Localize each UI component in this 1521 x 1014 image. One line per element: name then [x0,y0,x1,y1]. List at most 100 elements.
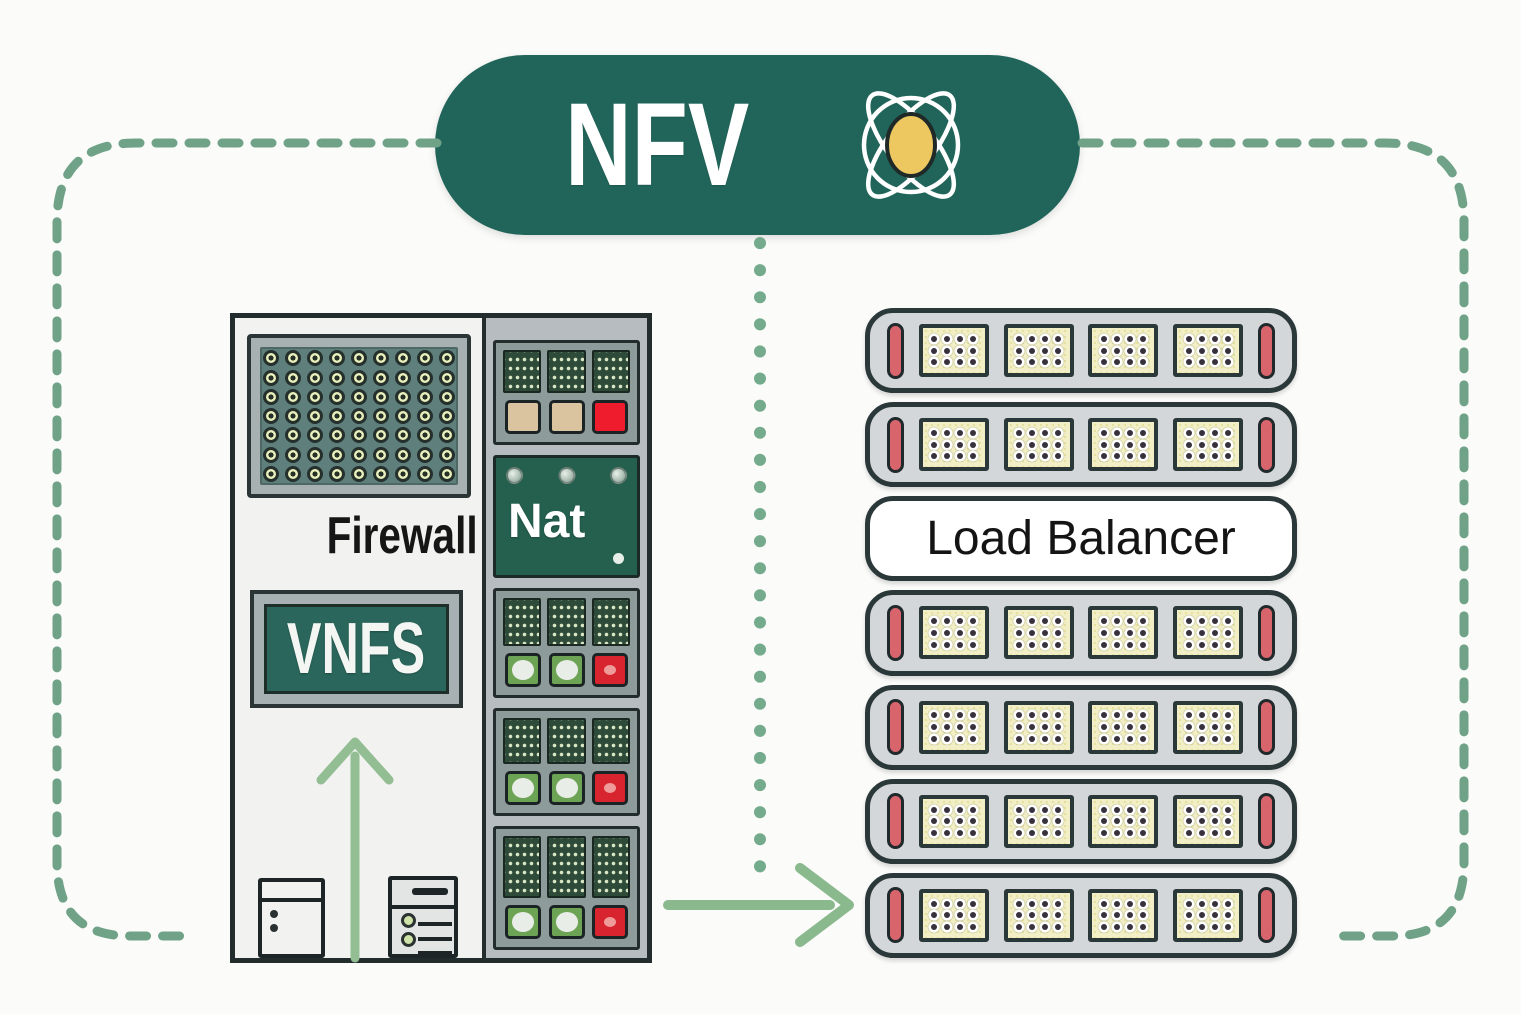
module-pin [931,912,938,919]
module-pin [970,818,977,825]
tan-button [548,400,585,434]
module-pin [1055,629,1062,636]
module-pin [944,712,951,719]
module-pin [944,618,951,625]
module-pin [1224,629,1231,636]
module-pin [1100,453,1107,460]
module-pin [1185,429,1192,436]
module-pin [1100,347,1107,354]
module-pin [931,618,938,625]
module-pin [1016,441,1023,448]
vent-hole [329,465,345,482]
module-pin [1224,453,1231,460]
vent-hole [439,408,455,424]
module-pin [1126,912,1133,919]
green-button [548,771,585,805]
module-pin [1029,347,1036,354]
module-pin [1185,912,1192,919]
circuit-board [503,718,542,764]
module-pin [1126,924,1133,931]
vent-hole [417,408,433,424]
module-pin [1185,818,1192,825]
module-pin [1224,912,1231,919]
vent-hole [395,408,411,424]
module-pin [1113,924,1120,931]
module-pin [1042,441,1049,448]
module-pin [1185,924,1192,931]
module-pin [1185,453,1192,460]
module-pin [1113,912,1120,919]
module-pin [970,924,977,931]
vent-hole [329,446,345,463]
memory-module [1173,888,1244,942]
module-pin [970,830,977,837]
module-pin [931,359,938,366]
line-card-module [493,826,640,950]
vent-hole [373,369,389,386]
atom-icon [861,91,960,199]
module-pin [1185,900,1192,907]
memory-module [1003,606,1074,660]
indicator-led [613,553,624,564]
rack-handle-left [887,887,904,944]
module-pin [970,724,977,731]
vnfs-panel: VNFS [250,590,463,708]
module-pin [1016,359,1023,366]
module-pin [1100,924,1107,931]
module-pin [1016,724,1023,731]
module-pin [970,429,977,436]
vent-hole [307,350,323,367]
memory-module [1003,794,1074,848]
red-button [592,653,628,687]
module-pin [1042,924,1049,931]
vent-hole [285,465,301,482]
vent-hole [395,350,411,367]
module-pin [957,900,964,907]
vent-hole [307,369,323,386]
load-balancer-label: Load Balancer [926,511,1236,565]
module-pin [1126,724,1133,731]
module-pin [1042,806,1049,813]
vent-hole [373,465,389,482]
circuit-board [591,718,630,764]
module-pin [1016,806,1023,813]
module-pin [1139,818,1146,825]
green-button [505,771,541,805]
server-row [865,402,1297,488]
module-pin [1198,641,1205,648]
green-button [548,905,585,939]
module-pin [1055,724,1062,731]
module-pin [931,347,938,354]
vent-hole [373,350,389,367]
module-pin [1113,724,1120,731]
module-pin [970,347,977,354]
drive-slot [412,888,448,895]
server-row [865,590,1297,676]
module-pin [944,629,951,636]
module-pin [1198,818,1205,825]
vent-line [418,937,452,941]
module-pin [944,735,951,742]
memory-module [1088,606,1159,660]
computer-tower-small [258,878,325,958]
module-pin [1113,335,1120,342]
vent-hole [373,427,389,444]
module-pin [1126,735,1133,742]
circuit-board [547,350,586,393]
circuit-board [591,836,630,898]
red-button [592,400,628,434]
module-pin [1224,900,1231,907]
module-pin [1029,429,1036,436]
vent-hole [395,465,411,482]
module-pin [1126,453,1133,460]
circuit-board [503,598,542,646]
module-pin [1113,641,1120,648]
memory-module [918,794,989,848]
module-pin [1055,900,1062,907]
module-pin [1042,335,1049,342]
module-pin [1211,830,1218,837]
module-pin [1198,806,1205,813]
module-pin [1211,712,1218,719]
memory-module [1173,794,1244,848]
red-button [592,771,628,805]
